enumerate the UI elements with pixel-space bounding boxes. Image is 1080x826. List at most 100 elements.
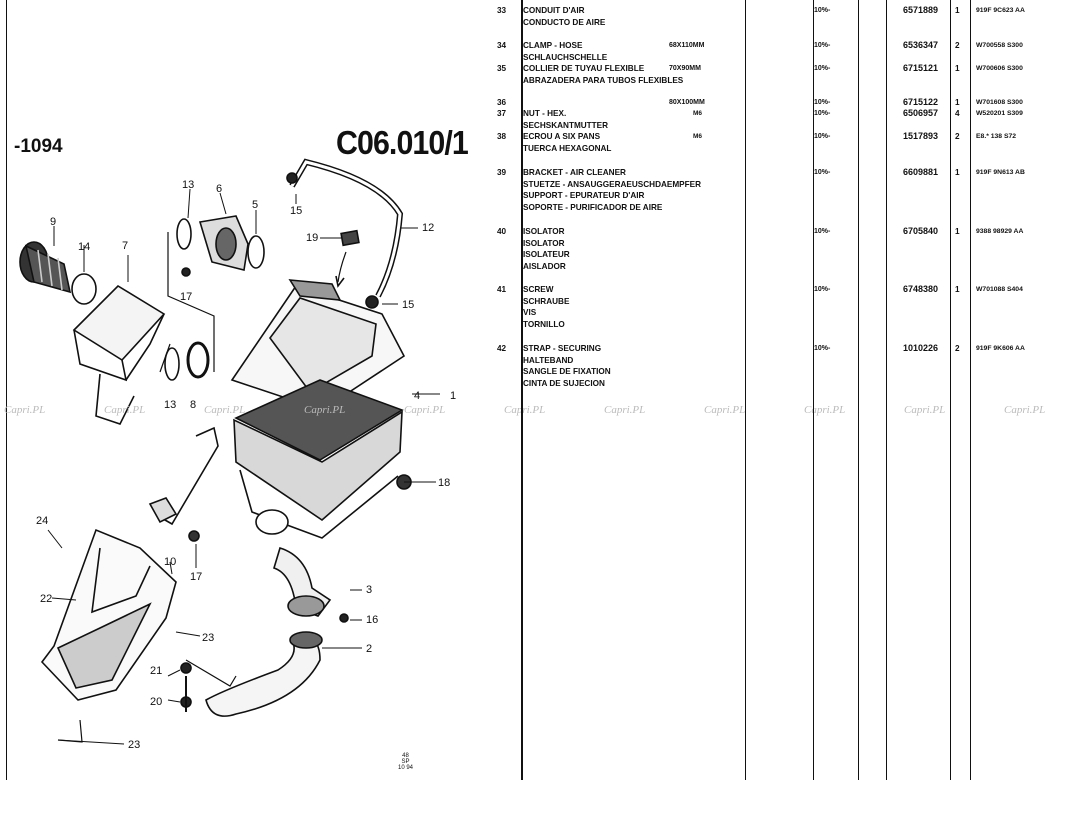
item-part-number: 6715121 [903,63,939,73]
item-description: COLLIER DE TUYAU FLEXIBLE [523,64,645,73]
item-quantity: 1 [955,168,960,177]
item-description: SANGLE DE FIXATION [523,367,611,376]
item-date-code: 10%- [814,65,831,72]
item-description: SECHSKANTMUTTER [523,120,609,130]
item-description: SUPPORT - EPURATEUR D'AIR [523,191,645,200]
item-description: HALTEBAND [523,355,574,365]
watermark: Capri.PL [704,404,746,416]
item-quantity: 1 [955,285,960,294]
item-part-number: 6571889 [903,5,939,15]
item-date-code: 10%- [814,110,831,117]
item-date-code: 10%- [814,7,831,14]
callout-label: 19 [306,232,318,244]
item-description: VIS [523,308,537,317]
item-part-number: 1517893 [903,131,939,141]
item-engineering-number: W700606 S300 [976,65,1023,72]
item-quantity: 2 [955,132,960,141]
callout-label: 1 [450,390,456,402]
item-size: 80X100MM [669,99,705,106]
item-quantity: 1 [955,227,960,236]
item-quantity: 1 [955,64,960,73]
callout-label: 23 [202,632,214,644]
item-description: SCHLAUCHSCHELLE [523,52,608,62]
table-column-rule [745,0,746,780]
watermark: Capri.PL [104,404,146,416]
item-date-code: 10%- [814,345,831,352]
page-margin-rule [6,0,7,780]
table-column-rule [521,0,523,780]
watermark: Capri.PL [204,404,246,416]
callout-label: 8 [190,399,196,411]
item-number: 34 [497,41,507,50]
diagram-callouts: 1 2 3 4 5 6 7 8 9 10 12 13 13 14 15 15 1… [36,179,456,751]
callout-label: 17 [190,571,202,583]
intake-hose-long-illustration [205,631,323,717]
callout-label: 14 [78,241,90,253]
item-size: M6 [693,133,703,140]
callout-label: 13 [164,399,176,411]
watermark: Capri.PL [304,404,346,416]
watermark: Capri.PL [904,404,946,416]
callout-label: 2 [366,643,372,655]
watermark: Capri.PL [604,404,646,416]
item-part-number: 6715122 [903,97,939,107]
item-engineering-number: 919F 9N613 AB [976,169,1025,176]
callout-label: 15 [290,205,302,217]
item-part-number: 6536347 [903,40,939,50]
item-engineering-number: 919F 9C623 AA [976,7,1025,14]
item-description: SCHRAUBE [523,296,570,306]
item-date-code: 10%- [814,228,831,235]
item-quantity: 1 [955,6,960,15]
item-engineering-number: W701088 S404 [976,286,1023,293]
item-date-code: 10%- [814,286,831,293]
watermark: Capri.PL [4,404,46,416]
item-date-code: 10%- [814,169,831,176]
airflow-meter-illustration [198,215,249,271]
watermark: Capri.PL [804,404,846,416]
hose-clamp-illustration [71,273,97,305]
callout-label: 3 [366,584,372,596]
item-number: 33 [497,6,507,15]
callout-label: 21 [150,665,162,677]
item-description: STRAP - SECURING [523,344,602,353]
table-column-rule [950,0,951,780]
item-quantity: 1 [955,98,960,107]
mounting-bracket-illustration [148,426,219,542]
callout-label: 13 [182,179,194,191]
item-description: SOPORTE - PURIFICADOR DE AIRE [523,202,663,212]
footer-line: 10 94 [398,765,414,771]
watermark: Capri.PL [504,404,546,416]
item-number: 41 [497,285,507,294]
item-description: CINTA DE SUJECION [523,378,605,388]
item-description: NUT - HEX. [523,109,567,118]
item-description: BRACKET - AIR CLEANER [523,168,626,177]
item-quantity: 4 [955,109,960,118]
callout-label: 16 [366,614,378,626]
item-quantity: 2 [955,41,960,50]
item-number: 36 [497,98,507,107]
item-description: ISOLATOR [523,238,565,248]
item-description: SCREW [523,285,554,294]
callout-label: 12 [422,222,434,234]
item-engineering-number: 9388 98929 AA [976,228,1024,235]
item-date-code: 10%- [814,42,831,49]
page-footer: 48 SP 10 94 [398,753,413,771]
item-part-number: 6609881 [903,167,939,177]
item-engineering-number: 919F 9K606 AA [976,345,1025,352]
item-number: 40 [497,227,507,236]
item-engineering-number: W520201 S309 [976,110,1023,117]
callout-label: 24 [36,515,48,527]
callout-label: 18 [438,477,450,489]
item-number: 42 [497,344,507,353]
item-description: TUERCA HEXAGONAL [523,143,612,153]
breather-hose-illustration [289,158,404,298]
clamp-ring-illustration [186,341,210,379]
callout-label: 5 [252,199,258,211]
page-code: -1094 [14,136,63,157]
table-column-rule [813,0,814,780]
item-size: 68X110MM [669,42,705,49]
watermark: Capri.PL [404,404,446,416]
footer-line: 48 [402,753,409,759]
item-size: 70X90MM [669,65,701,72]
callout-label: 6 [216,183,222,195]
